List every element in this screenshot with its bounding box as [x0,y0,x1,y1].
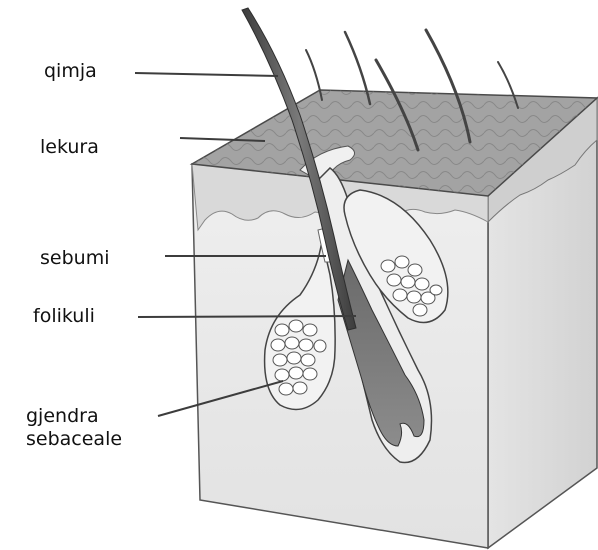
label-gland-line1: gjendra [26,405,122,428]
label-gland-line2: sebaceale [26,428,122,451]
label-hair: qimja [44,60,97,83]
label-follicle: folikuli [33,305,95,328]
label-skin: lekura [40,136,99,159]
leader-line-hair [135,73,278,76]
label-sebum: sebumi [40,247,109,270]
leader-line-follicle [138,316,356,317]
label-sebaceous-gland: gjendra sebaceale [26,405,122,451]
